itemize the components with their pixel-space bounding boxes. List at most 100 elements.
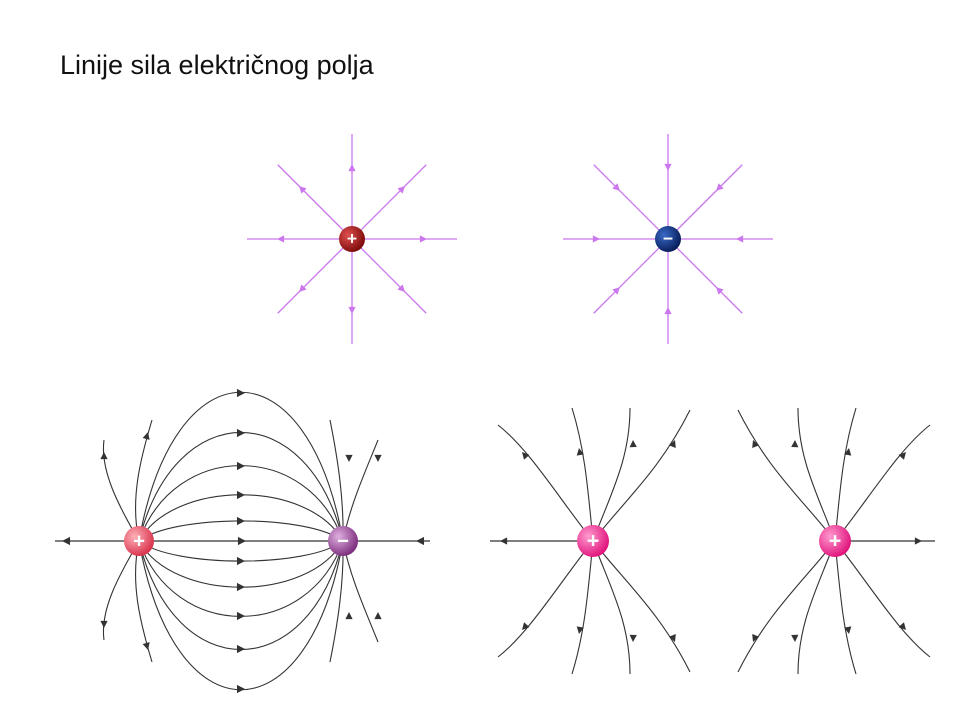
arrow-head bbox=[576, 626, 584, 634]
dipole-positive-charge bbox=[124, 526, 154, 556]
arrow-head bbox=[419, 235, 427, 243]
arrow-head bbox=[277, 235, 285, 243]
pair-left-positive-charge-sign: + bbox=[587, 528, 600, 553]
field-line bbox=[497, 540, 594, 658]
arrow-head bbox=[791, 634, 799, 642]
arrow-head bbox=[397, 284, 406, 293]
field-line bbox=[592, 407, 631, 542]
positive-charge-sign: + bbox=[347, 228, 357, 248]
arrow-head bbox=[500, 537, 508, 545]
arrow-head bbox=[348, 306, 356, 314]
arrow-head bbox=[374, 612, 382, 620]
field-line bbox=[834, 424, 931, 542]
field-line bbox=[138, 540, 344, 617]
field-line bbox=[342, 540, 379, 643]
field-line bbox=[797, 540, 836, 675]
field-line bbox=[351, 164, 427, 240]
field-line bbox=[329, 419, 344, 542]
field-line bbox=[138, 520, 344, 542]
arrow-head bbox=[664, 307, 672, 315]
arrow-head bbox=[236, 684, 245, 694]
single-positive-charge-diagram: + bbox=[247, 134, 457, 344]
single-negative-charge-diagram: − bbox=[563, 134, 773, 344]
arrow-head bbox=[236, 516, 245, 526]
field-line bbox=[102, 439, 140, 542]
arrow-head bbox=[736, 235, 744, 243]
arrow-head bbox=[664, 163, 672, 171]
field-line bbox=[497, 424, 594, 542]
arrow-head bbox=[416, 536, 425, 546]
field-line bbox=[571, 540, 594, 675]
field-line bbox=[667, 238, 743, 314]
arrow-head bbox=[62, 536, 71, 546]
field-line bbox=[593, 164, 669, 240]
arrow-head bbox=[898, 622, 906, 630]
arrow-head bbox=[752, 440, 759, 448]
arrow-head bbox=[348, 164, 356, 172]
arrow-head bbox=[236, 611, 245, 621]
arrow-head bbox=[752, 634, 759, 642]
arrow-head bbox=[236, 644, 245, 654]
arrow-head bbox=[236, 461, 245, 471]
field-line bbox=[138, 432, 344, 542]
arrow-head bbox=[612, 183, 620, 191]
field-line bbox=[797, 407, 836, 542]
arrow-head bbox=[629, 634, 637, 642]
arrow-head bbox=[914, 537, 922, 545]
arrow-head bbox=[898, 452, 906, 460]
arrow-head bbox=[374, 454, 382, 462]
field-line bbox=[834, 407, 857, 542]
field-line bbox=[592, 409, 691, 542]
arrow-head bbox=[669, 440, 676, 448]
arrow-head bbox=[522, 622, 530, 630]
two-positive-charges-diagram: ++ bbox=[490, 407, 935, 675]
field-line bbox=[138, 494, 344, 542]
field-line bbox=[102, 540, 140, 641]
arrow-head bbox=[236, 388, 245, 398]
field-line bbox=[277, 238, 353, 314]
field-line bbox=[351, 238, 427, 314]
dipole-negative-charge-sign: − bbox=[337, 530, 349, 552]
dipole-diagram: +− bbox=[55, 388, 430, 694]
field-line bbox=[834, 540, 857, 675]
arrow-head bbox=[142, 432, 150, 440]
field-line bbox=[138, 540, 344, 562]
arrow-head bbox=[669, 634, 676, 642]
arrow-head bbox=[791, 440, 799, 448]
pair-right-positive-charge bbox=[819, 525, 851, 557]
arrow-head bbox=[345, 612, 353, 620]
field-line bbox=[592, 540, 691, 673]
arrow-head bbox=[236, 582, 245, 592]
arrow-head bbox=[345, 454, 353, 462]
arrow-head bbox=[100, 452, 108, 460]
pair-right-positive-charge-sign: + bbox=[829, 528, 842, 553]
field-line bbox=[277, 164, 353, 240]
arrow-head bbox=[576, 448, 584, 456]
arrow-head bbox=[844, 626, 852, 634]
negative-charge-sign: − bbox=[663, 228, 673, 248]
arrow-head bbox=[142, 642, 150, 650]
arrow-head bbox=[844, 448, 852, 456]
field-line bbox=[834, 540, 931, 658]
page-title: Linije sila električnog polja bbox=[60, 50, 374, 80]
field-line bbox=[667, 164, 743, 240]
arrow-head bbox=[592, 235, 600, 243]
negative-charge bbox=[655, 226, 681, 252]
arrow-head bbox=[397, 185, 406, 194]
field-line bbox=[138, 465, 344, 542]
arrow-head bbox=[522, 452, 530, 460]
arrow-head bbox=[716, 287, 724, 295]
field-line bbox=[592, 540, 631, 675]
arrow-head bbox=[236, 490, 245, 500]
field-line bbox=[593, 238, 669, 314]
dipole-negative-charge bbox=[328, 526, 358, 556]
field-line bbox=[571, 407, 594, 542]
field-line bbox=[138, 540, 344, 650]
arrow-head bbox=[236, 556, 245, 566]
positive-charge bbox=[339, 226, 365, 252]
field-line bbox=[138, 540, 344, 588]
arrow-head bbox=[237, 536, 246, 546]
arrow-head bbox=[629, 440, 637, 448]
arrow-head bbox=[716, 183, 724, 191]
